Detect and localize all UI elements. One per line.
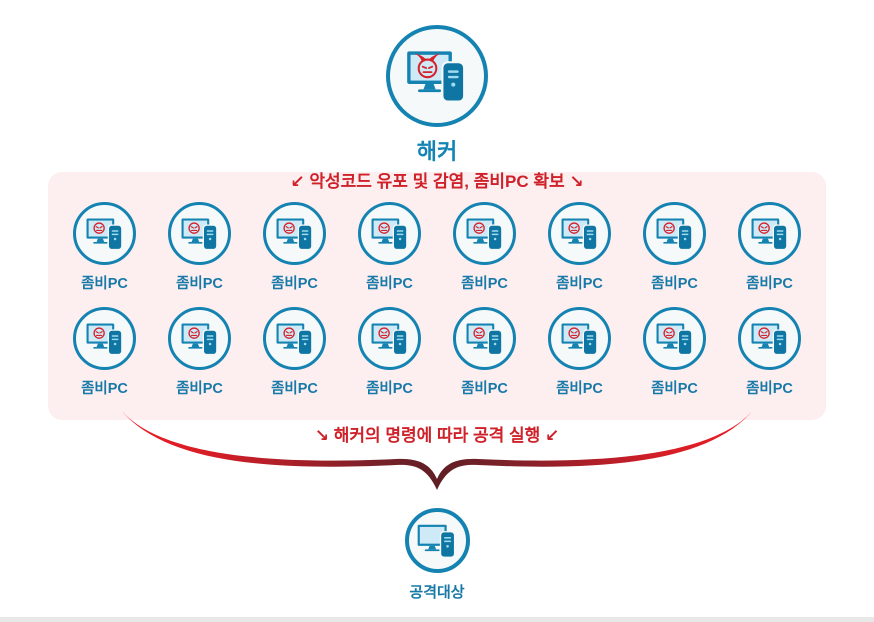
zombie-grid: 좀비PC 좀비PC 좀비PC 좀비PC 좀비PC — [57, 202, 817, 398]
zombie-face-pc-icon — [179, 320, 221, 358]
zombie-pc-label: 좀비PC — [746, 276, 793, 292]
target-label: 공격대상 — [409, 584, 465, 601]
zombie-pc-icon — [453, 307, 516, 370]
zombie-pc-cell: 좀비PC — [152, 307, 247, 398]
zombie-pc-icon — [453, 202, 516, 265]
zombie-face-pc-icon — [464, 320, 506, 358]
zombie-pc-icon — [168, 202, 231, 265]
hacker-icon — [386, 25, 488, 127]
zombie-pc-cell: 좀비PC — [627, 307, 722, 398]
zombie-pc-icon — [643, 202, 706, 265]
zombie-pc-icon — [358, 202, 421, 265]
target-section: 공격대상 — [0, 508, 874, 602]
zombie-pc-icon — [738, 202, 801, 265]
zombie-pc-label: 좀비PC — [81, 276, 128, 292]
target-icon — [404, 508, 470, 573]
zombie-face-pc-icon — [749, 320, 791, 358]
zombie-face-pc-icon — [749, 215, 791, 253]
zombie-face-pc-icon — [84, 320, 126, 358]
zombie-pc-label: 좀비PC — [176, 276, 223, 292]
zombie-face-pc-icon — [84, 215, 126, 253]
zombie-face-pc-icon — [654, 320, 696, 358]
zombie-pc-cell: 좀비PC — [722, 202, 817, 293]
zombie-pc-label: 좀비PC — [651, 381, 698, 397]
zombie-pc-cell: 좀비PC — [722, 307, 817, 398]
zombie-row: 좀비PC 좀비PC 좀비PC 좀비PC 좀비PC — [57, 307, 817, 398]
zombie-pc-label: 좀비PC — [176, 381, 223, 397]
zombie-pc-cell: 좀비PC — [247, 202, 342, 293]
zombie-pc-label: 좀비PC — [366, 276, 413, 292]
converging-brace-arrow — [120, 409, 754, 490]
zombie-pc-cell: 좀비PC — [57, 202, 152, 293]
zombie-face-pc-icon — [179, 215, 221, 253]
zombie-pc-icon — [263, 202, 326, 265]
zombie-pc-label: 좀비PC — [271, 381, 318, 397]
zombie-pc-cell: 좀비PC — [627, 202, 722, 293]
zombie-face-pc-icon — [464, 215, 506, 253]
zombie-pc-cell: 좀비PC — [437, 307, 532, 398]
zombie-pc-cell: 좀비PC — [437, 202, 532, 293]
zombie-pc-cell: 좀비PC — [342, 202, 437, 293]
zombie-pc-icon — [643, 307, 706, 370]
zombie-pc-icon — [73, 202, 136, 265]
hacker-section: 해커 — [0, 25, 874, 166]
zombie-pc-label: 좀비PC — [556, 276, 603, 292]
zombie-pc-icon — [738, 307, 801, 370]
zombie-face-pc-icon — [654, 215, 696, 253]
zombie-pc-cell: 좀비PC — [342, 307, 437, 398]
zombie-face-pc-icon — [274, 215, 316, 253]
zombie-pc-cell: 좀비PC — [247, 307, 342, 398]
target-pc-icon — [415, 521, 459, 561]
zombie-pc-label: 좀비PC — [81, 381, 128, 397]
zombie-pc-icon — [73, 307, 136, 370]
hacker-pc-icon — [403, 46, 471, 107]
infection-caption: ↙ 악성코드 유포 및 감염, 좀비PC 확보 ↘ — [290, 172, 584, 191]
zombie-pc-cell: 좀비PC — [532, 202, 627, 293]
zombie-face-pc-icon — [369, 215, 411, 253]
zombie-pc-label: 좀비PC — [461, 381, 508, 397]
zombie-pc-label: 좀비PC — [746, 381, 793, 397]
zombie-face-pc-icon — [369, 320, 411, 358]
attack-caption: ↘ 해커의 명령에 따라 공격 실행 ↙ — [314, 426, 560, 445]
zombie-pc-icon — [548, 202, 611, 265]
zombie-pc-icon — [548, 307, 611, 370]
zombie-face-pc-icon — [559, 320, 601, 358]
bottom-edge-divider — [0, 617, 874, 622]
zombie-pc-label: 좀비PC — [556, 381, 603, 397]
zombie-pc-label: 좀비PC — [461, 276, 508, 292]
zombie-pc-label: 좀비PC — [366, 381, 413, 397]
zombie-pc-icon — [168, 307, 231, 370]
hacker-label: 해커 — [416, 139, 458, 164]
zombie-pc-icon — [263, 307, 326, 370]
zombie-face-pc-icon — [274, 320, 316, 358]
zombie-pc-cell: 좀비PC — [532, 307, 627, 398]
zombie-row: 좀비PC 좀비PC 좀비PC 좀비PC 좀비PC — [57, 202, 817, 293]
zombie-face-pc-icon — [559, 215, 601, 253]
zombie-pc-cell: 좀비PC — [57, 307, 152, 398]
zombie-pc-icon — [358, 307, 421, 370]
zombie-pc-label: 좀비PC — [651, 276, 698, 292]
zombie-pc-label: 좀비PC — [271, 276, 318, 292]
zombie-pc-cell: 좀비PC — [152, 202, 247, 293]
